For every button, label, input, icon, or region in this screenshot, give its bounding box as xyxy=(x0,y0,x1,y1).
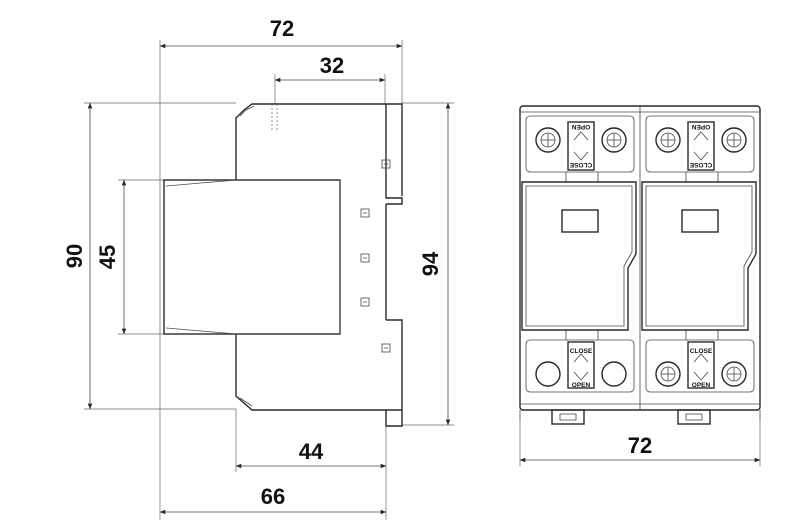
screw-icon xyxy=(721,127,747,153)
din-rail-clips xyxy=(519,409,761,425)
side-slot-3 xyxy=(360,253,370,263)
terminal-hole-icon xyxy=(601,361,627,387)
dimension-label-72-front: 72 xyxy=(628,433,652,458)
dimension-72-top: 72 xyxy=(159,16,403,520)
side-slot-4 xyxy=(360,297,370,307)
dimension-32: 32 xyxy=(274,53,386,104)
side-slot-2 xyxy=(360,208,370,218)
lever-bottom-right xyxy=(687,341,715,389)
plug-in-modules xyxy=(521,172,757,340)
screw-icon xyxy=(655,361,681,387)
lever-bottom-right-close: CLOSE xyxy=(690,348,713,355)
module-left-window xyxy=(561,209,599,233)
dimension-label-45: 45 xyxy=(95,245,120,269)
dimension-label-72-top: 72 xyxy=(270,16,294,41)
dimension-label-90: 90 xyxy=(62,244,87,268)
screw-icon xyxy=(721,361,747,387)
top-terminals: OPEN CLOSE OPEN CLOSE xyxy=(525,115,755,173)
dimension-44: 44 xyxy=(235,409,387,520)
front-view: OPEN CLOSE OPEN CLOSE xyxy=(519,105,761,466)
clip-left xyxy=(551,409,585,425)
terminal-hole-icon xyxy=(535,361,561,387)
lever-bottom-right-open: OPEN xyxy=(692,382,711,389)
lever-bottom-left-open: OPEN xyxy=(572,382,591,389)
side-body xyxy=(163,103,403,427)
clip-right xyxy=(677,409,711,425)
lever-top-left-open: OPEN xyxy=(571,123,590,130)
dimension-label-66: 66 xyxy=(261,484,285,509)
lever-top-right-open: OPEN xyxy=(691,123,710,130)
dimension-label-32: 32 xyxy=(320,53,344,78)
lever-top-right-close: CLOSE xyxy=(689,161,712,168)
dimension-label-94: 94 xyxy=(418,251,443,276)
side-slot-1 xyxy=(381,159,391,169)
bottom-terminals: CLOSE OPEN CLOSE OPEN xyxy=(525,339,755,393)
lever-top-left xyxy=(567,121,595,171)
module-left xyxy=(521,181,637,331)
dimension-72-front: 72 xyxy=(519,410,761,466)
dimension-94: 94 xyxy=(402,102,454,426)
screw-icon xyxy=(655,127,681,153)
lever-top-right xyxy=(687,121,715,171)
lever-top-left-close: CLOSE xyxy=(569,161,592,168)
screw-icon xyxy=(535,127,561,153)
lever-bottom-left xyxy=(567,341,595,389)
dimension-label-44: 44 xyxy=(299,439,324,464)
lever-bottom-left-close: CLOSE xyxy=(570,348,593,355)
module-right-window xyxy=(681,209,719,233)
dimension-66: 66 xyxy=(159,484,387,515)
screw-icon xyxy=(601,127,627,153)
dimension-45: 45 xyxy=(95,179,166,335)
dimension-90: 90 xyxy=(62,102,236,410)
side-slot-5 xyxy=(381,343,391,353)
module-right xyxy=(641,181,757,331)
side-view: 72 32 90 45 94 xyxy=(62,16,454,520)
